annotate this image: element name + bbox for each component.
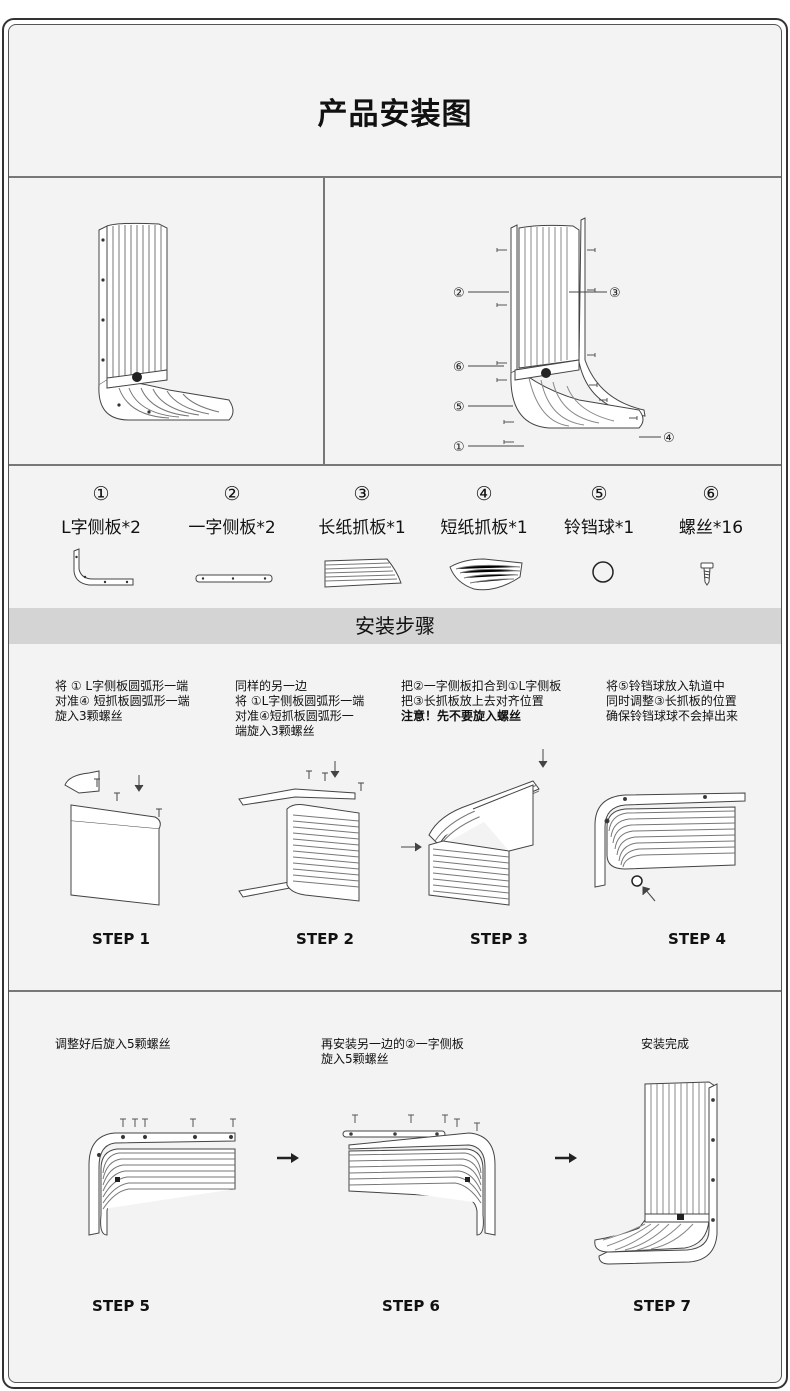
assembled-chair-illustration — [89, 220, 239, 440]
callout-1: ① — [453, 440, 465, 455]
callout-5: ⑤ — [453, 400, 465, 415]
arrow-right-icon — [555, 1152, 579, 1164]
step-2-illustration — [235, 755, 375, 905]
part-number: ② — [212, 483, 252, 505]
straight-side-panel-icon — [195, 573, 275, 585]
divider — [323, 176, 325, 464]
arrow-right-icon — [277, 1152, 301, 1164]
part-number: ⑤ — [579, 483, 619, 505]
part-name: 一字侧板*2 — [167, 513, 297, 538]
part-name: 短纸抓板*1 — [419, 513, 549, 538]
part-number: ① — [81, 483, 121, 505]
step-7-label: STEP 7 — [602, 1297, 722, 1315]
step-1-label: STEP 1 — [61, 930, 181, 948]
diagram-panel: 产品安装图 — [8, 24, 782, 1383]
step-1-illustration — [59, 765, 169, 905]
step-3-warning: 注意！先不要旋入螺丝 — [401, 709, 521, 723]
long-grab-board-icon — [323, 557, 403, 591]
step-3-illustration — [399, 745, 549, 905]
callout-2: ② — [453, 286, 465, 301]
step-7-instruction: 安装完成 — [641, 1037, 689, 1052]
step-3-instruction: 把②一字侧板扣合到①L字侧板把③长抓板放上去对齐位置注意！先不要旋入螺丝 — [401, 679, 561, 724]
part-number: ⑥ — [691, 483, 731, 505]
short-grab-board-icon — [446, 553, 526, 593]
step-3-label: STEP 3 — [439, 930, 559, 948]
step-5-label: STEP 5 — [61, 1297, 181, 1315]
step-7-illustration — [589, 1080, 729, 1270]
step-2-label: STEP 2 — [265, 930, 385, 948]
part-number: ④ — [464, 483, 504, 505]
callout-3: ③ — [609, 286, 621, 301]
step-5-instruction: 调整好后旋入5颗螺丝 — [55, 1037, 171, 1052]
divider — [9, 176, 781, 178]
callout-6: ⑥ — [453, 360, 465, 375]
divider — [9, 464, 781, 466]
l-side-panel-icon — [71, 547, 141, 587]
callout-4: ④ — [663, 431, 675, 446]
part-name: 长纸抓板*1 — [297, 513, 427, 538]
step-6-illustration — [339, 1115, 499, 1245]
page-title: 产品安装图 — [9, 89, 781, 133]
step-2-instruction: 同样的另一边将 ①L字侧板圆弧形一端对准④短抓板圆弧形一端旋入3颗螺丝 — [235, 679, 364, 739]
step-4-instruction: 将⑤铃铛球放入轨道中同时调整③长抓板的位置确保铃铛球球不会掉出来 — [606, 679, 738, 724]
part-name: 铃铛球*1 — [534, 513, 664, 538]
bell-ball-icon — [591, 560, 615, 584]
step-5-illustration — [85, 1115, 245, 1245]
part-name: 螺丝*16 — [646, 513, 776, 538]
part-number: ③ — [342, 483, 382, 505]
section-header: 安装步骤 — [9, 608, 781, 644]
step-6-label: STEP 6 — [351, 1297, 471, 1315]
step-6-instruction: 再安装另一边的②一字侧板旋入5颗螺丝 — [321, 1037, 464, 1067]
screw-icon — [699, 562, 715, 586]
step-4-label: STEP 4 — [637, 930, 757, 948]
exploded-view-illustration: ② ③ ⑥ ⑤ ① ④ — [449, 210, 679, 450]
step-1-instruction: 将 ① L字侧板圆弧形一端对准④ 短抓板圆弧形一端旋入3颗螺丝 — [55, 679, 190, 724]
step-4-illustration — [585, 765, 755, 905]
part-name: L字侧板*2 — [36, 513, 166, 538]
divider — [9, 990, 781, 992]
